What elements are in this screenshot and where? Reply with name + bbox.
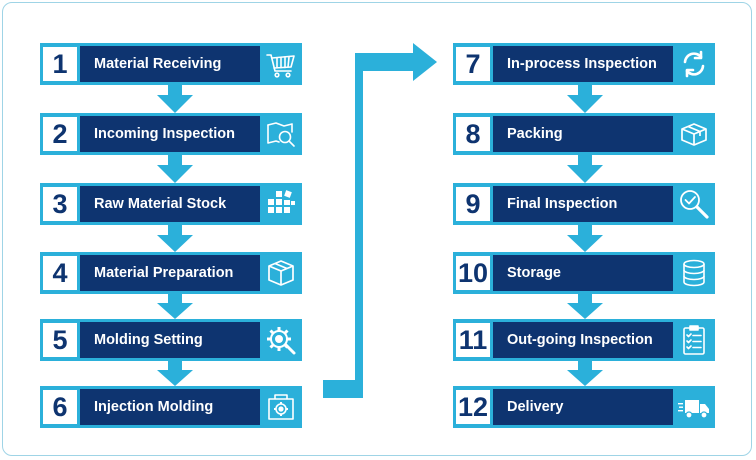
step-8-packing: 8 Packing: [453, 113, 715, 155]
flow-arrow-down: [157, 155, 193, 183]
flow-arrow-down: [567, 155, 603, 183]
step-2-incoming-inspection: 2 Incoming Inspection: [40, 113, 302, 155]
flow-arrow-down: [567, 294, 603, 322]
step-number: 1: [43, 47, 77, 81]
diagram-frame: [2, 2, 752, 456]
step-number: 3: [43, 187, 77, 221]
step-label: Material Preparation: [80, 255, 260, 291]
step-label: Out-going Inspection: [493, 322, 673, 358]
clipboard-checklist-icon: [677, 323, 711, 357]
step-label: Material Receiving: [80, 46, 260, 82]
delivery-truck-icon: [677, 390, 711, 424]
step-12-delivery: 12 Delivery: [453, 386, 715, 428]
step-10-storage: 10 Storage: [453, 252, 715, 294]
magnifier-check-icon: [677, 187, 711, 221]
step-number: 10: [456, 256, 490, 290]
step-label: Packing: [493, 116, 673, 152]
step-number: 4: [43, 256, 77, 290]
shopping-cart-icon: [264, 47, 298, 81]
step-number: 7: [456, 47, 490, 81]
step-number: 9: [456, 187, 490, 221]
step-number: 8: [456, 117, 490, 151]
inspection-search-icon: [264, 117, 298, 151]
step-11-out-going-inspection: 11 Out-going Inspection: [453, 319, 715, 361]
box-icon: [264, 256, 298, 290]
step-3-raw-material-stock: 3 Raw Material Stock: [40, 183, 302, 225]
step-6-injection-molding: 6 Injection Molding: [40, 386, 302, 428]
step-1-material-receiving: 1 Material Receiving: [40, 43, 302, 85]
step-label: Injection Molding: [80, 389, 260, 425]
flow-arrow-down: [567, 225, 603, 253]
database-storage-icon: [677, 256, 711, 290]
package-icon: [677, 117, 711, 151]
refresh-cycle-icon: [677, 47, 711, 81]
step-7-in-process-inspection: 7 In-process Inspection: [453, 43, 715, 85]
step-label: Final Inspection: [493, 186, 673, 222]
step-number: 12: [456, 390, 490, 424]
stock-grid-icon: [264, 187, 298, 221]
step-label: Raw Material Stock: [80, 186, 260, 222]
flow-arrow-down: [157, 225, 193, 253]
step-5-molding-setting: 5 Molding Setting: [40, 319, 302, 361]
step-label: Storage: [493, 255, 673, 291]
step-9-final-inspection: 9 Final Inspection: [453, 183, 715, 225]
flow-arrow-down: [157, 361, 193, 389]
connector-arrow-shape: [323, 43, 437, 398]
step-label: In-process Inspection: [493, 46, 673, 82]
flow-arrow-down: [157, 294, 193, 322]
flow-arrow-down: [567, 361, 603, 389]
step-number: 5: [43, 323, 77, 357]
flow-arrow-down: [567, 85, 603, 113]
gear-setting-icon: [264, 323, 298, 357]
flow-arrow-down: [157, 85, 193, 113]
step-number: 6: [43, 390, 77, 424]
step-label: Delivery: [493, 389, 673, 425]
step-number: 2: [43, 117, 77, 151]
step-number: 11: [456, 323, 490, 357]
step-label: Incoming Inspection: [80, 116, 260, 152]
molding-machine-icon: [264, 390, 298, 424]
step-label: Molding Setting: [80, 322, 260, 358]
step-4-material-preparation: 4 Material Preparation: [40, 252, 302, 294]
